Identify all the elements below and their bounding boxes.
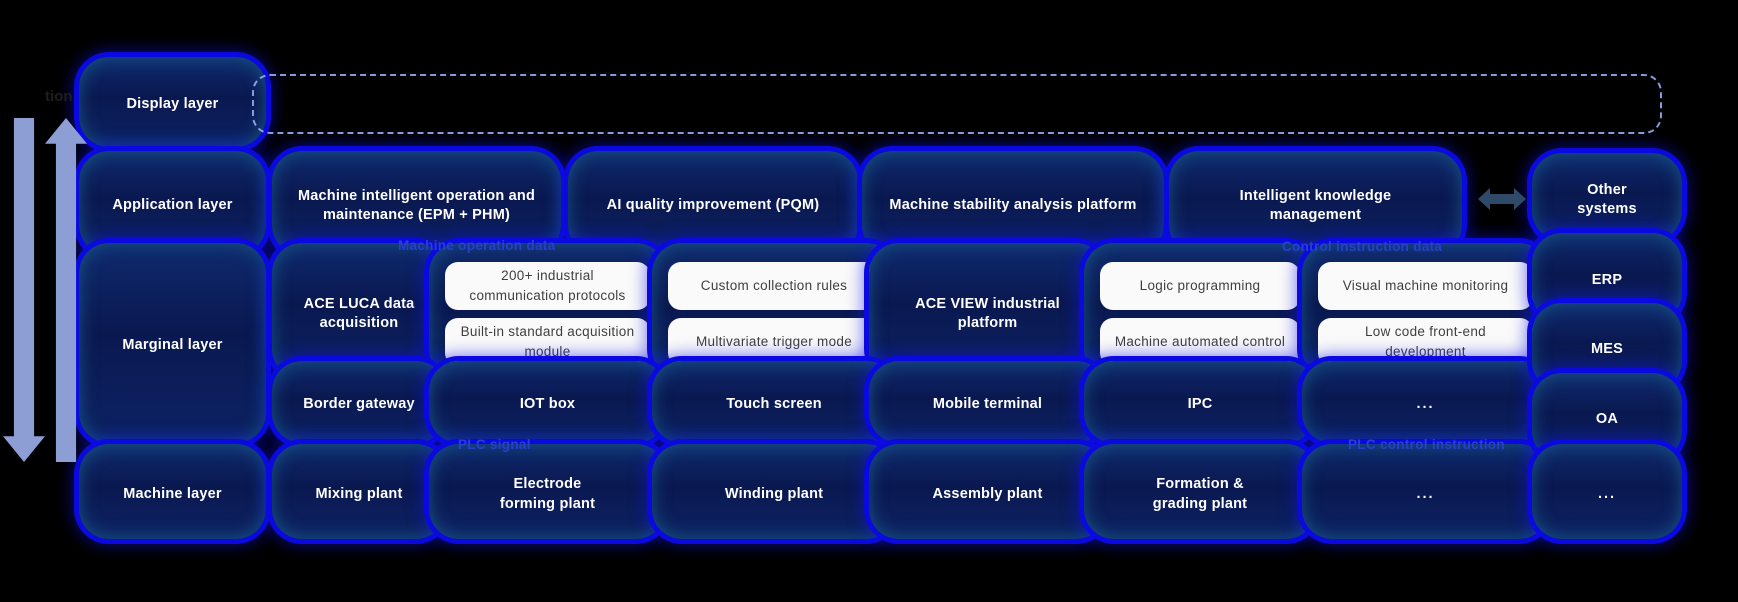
- flow-label-plc-control-instruction: PLC control instruction: [1348, 437, 1505, 452]
- system-box-mes: MES: [1532, 303, 1682, 391]
- app-box-knowledge-label: Intelligent knowledge management: [1239, 187, 1392, 223]
- device-label: IPC: [1187, 396, 1213, 413]
- machine-box-electrode-forming: Electrode forming plant: [429, 444, 666, 539]
- capability-box-trigger-mode: Multivariate trigger mode: [668, 318, 880, 366]
- capability-stack-control: Logic programming Machine automated cont…: [1084, 243, 1316, 379]
- device-box-touch-screen: Touch screen: [652, 361, 896, 443]
- display-layer-label: Display layer: [126, 96, 219, 113]
- flow-label-control-instruction-data: Control instruction data: [1282, 239, 1443, 254]
- machine-label: Formation & grading plant: [1152, 476, 1248, 512]
- ace-view-label: ACE VIEW industrial platform: [915, 295, 1060, 331]
- app-box-epm-phm-label: Machine intelligent operation and mainte…: [298, 187, 536, 223]
- machine-box-assembly-plant: Assembly plant: [869, 444, 1106, 539]
- capability-stack-visualization: Visual machine monitoring Low code front…: [1302, 243, 1549, 379]
- app-box-pqm: AI quality improvement (PQM): [568, 151, 858, 255]
- machine-box-mixing-plant: Mixing plant: [272, 444, 446, 539]
- flow-label-machine-operation-data: Machine operation data: [398, 238, 556, 253]
- capability-stack-collection: Custom collection rules Multivariate tri…: [652, 243, 896, 379]
- machine-box-ellipsis: ...: [1302, 444, 1549, 539]
- machine-layer-box: Machine layer: [79, 444, 266, 539]
- capability-stack-protocols: 200+ industrial communication protocols …: [429, 243, 666, 379]
- machine-label: Mixing plant: [315, 485, 403, 502]
- capability-box-protocols: 200+ industrial communication protocols: [445, 262, 650, 310]
- app-box-epm-phm: Machine intelligent operation and mainte…: [272, 151, 561, 255]
- capability-box-visual-monitoring: Visual machine monitoring: [1318, 262, 1533, 310]
- machine-box-winding-plant: Winding plant: [652, 444, 896, 539]
- machine-box-formation-grading: Formation & grading plant: [1084, 444, 1316, 539]
- display-layer-span-dashed-outline: [252, 74, 1662, 134]
- other-systems-label: Other systems: [1577, 181, 1637, 217]
- system-label: MES: [1590, 341, 1624, 358]
- machine-label: Assembly plant: [932, 485, 1043, 502]
- device-box-iot-box: IOT box: [429, 361, 666, 443]
- capability-box-automated-control: Machine automated control: [1100, 318, 1300, 366]
- ace-luca-label: ACE LUCA data acquisition: [303, 295, 415, 331]
- machine-label: Winding plant: [724, 485, 824, 502]
- display-layer-box: Display layer: [79, 57, 266, 147]
- ace-view-box: ACE VIEW industrial platform: [869, 243, 1106, 379]
- device-box-ellipsis: ...: [1302, 361, 1549, 443]
- flow-label-plc-signal: PLC signal: [458, 437, 531, 452]
- cut-off-label-fragment: tion: [45, 88, 73, 105]
- data-flow-down-arrow: [3, 118, 45, 462]
- capability-box-low-code: Low code front-end development: [1318, 318, 1533, 366]
- system-box-erp: ERP: [1532, 233, 1682, 323]
- double-arrow-icon: [1478, 188, 1526, 210]
- device-box-border-gateway: Border gateway: [272, 361, 446, 443]
- system-label: ERP: [1591, 272, 1623, 289]
- system-box-ellipsis: ...: [1532, 444, 1682, 539]
- ace-luca-box: ACE LUCA data acquisition: [272, 243, 446, 379]
- app-box-pqm-label: AI quality improvement (PQM): [606, 197, 820, 214]
- device-label: Border gateway: [303, 396, 415, 413]
- machine-label: Electrode forming plant: [499, 476, 596, 512]
- device-box-mobile-terminal: Mobile terminal: [869, 361, 1106, 443]
- application-layer-box: Application layer: [79, 151, 266, 255]
- app-box-stability-platform: Machine stability analysis platform: [862, 151, 1164, 255]
- device-label: Mobile terminal: [932, 396, 1043, 413]
- app-box-knowledge-management: Intelligent knowledge management: [1169, 151, 1462, 255]
- device-label: Touch screen: [726, 396, 822, 413]
- capability-box-acquisition-module: Built-in standard acquisition module: [445, 318, 650, 366]
- marginal-layer-box: Marginal layer: [79, 243, 266, 443]
- system-label: OA: [1595, 411, 1619, 428]
- device-label: ...: [1416, 396, 1435, 413]
- capability-box-logic-programming: Logic programming: [1100, 262, 1300, 310]
- device-label: IOT box: [519, 396, 576, 413]
- other-systems-box: Other systems: [1532, 153, 1682, 241]
- system-label: ...: [1597, 485, 1617, 502]
- system-box-oa: OA: [1532, 373, 1682, 461]
- machine-label: ...: [1416, 485, 1435, 502]
- device-box-ipc: IPC: [1084, 361, 1316, 443]
- marginal-layer-label: Marginal layer: [122, 337, 223, 354]
- machine-layer-label: Machine layer: [123, 485, 222, 502]
- application-layer-label: Application layer: [112, 197, 233, 214]
- capability-box-custom-rules: Custom collection rules: [668, 262, 880, 310]
- app-box-stability-label: Machine stability analysis platform: [889, 197, 1137, 214]
